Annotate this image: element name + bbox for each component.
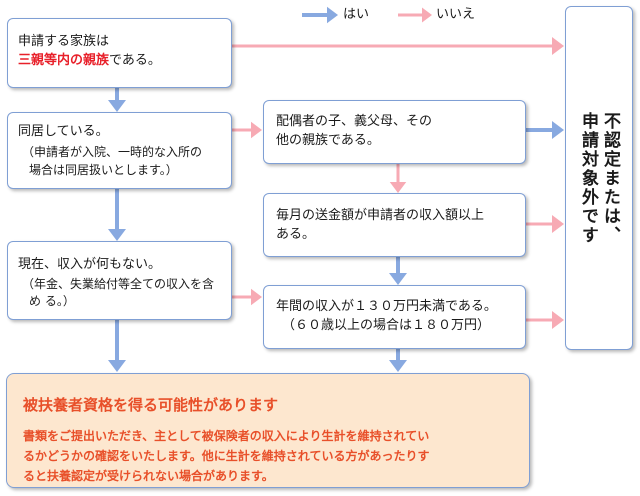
step-other-relative: 配偶者の子、義父母、その 他の親族である。 — [263, 100, 526, 164]
eligible-line-1: 書類をご提出いただき、主として被保険者の収入により生計を維持されてい — [23, 429, 430, 443]
legend-no-arrow — [398, 7, 432, 23]
step-3-line-1: 現在、収入が何もない。 — [18, 257, 162, 272]
arrow-yes-5-6 — [389, 257, 407, 285]
outcome-col-1: 不認定または、 — [600, 111, 620, 245]
step-1-highlight: 三親等内の親族 — [18, 53, 110, 68]
arrow-yes-4-right — [526, 121, 564, 139]
arrow-yes-1-2 — [108, 88, 126, 112]
step-6-line-1: 年間の収入が１３０万円未満である。 — [276, 299, 497, 314]
step-living-together: 同居している。 （申請者が入院、一時的な入所の 場合は同居扱いとします。） — [7, 112, 232, 189]
legend-no-label: いいえ — [436, 7, 476, 22]
step-three-degree-relative: 申請する家族は 三親等内の親族である。 — [7, 18, 232, 88]
step-1-line-1: 申請する家族は — [18, 34, 110, 49]
step-2-note-2: 場合は同居扱いとします。） — [29, 163, 178, 177]
outcome-not-eligible: 不認定または、申請対象外です — [565, 6, 633, 350]
outcome-eligible: 被扶養者資格を得る可能性があります 書類をご提出いただき、主として被保険者の収入… — [6, 373, 530, 488]
step-2-line-1: 同居している。 — [18, 124, 109, 139]
arrow-no-1-right — [232, 37, 564, 55]
eligible-line-2: るかどうかの確認をいたします。他に生計を維持されている方があったりす — [23, 449, 430, 463]
step-monthly-remittance: 毎月の送金額が申請者の収入額以上 ある。 — [263, 193, 526, 257]
step-4-line-2: 他の親族である。 — [276, 133, 380, 148]
step-1-suffix: である。 — [109, 53, 161, 68]
arrow-yes-6-result — [389, 349, 407, 372]
arrow-no-2-4 — [232, 121, 262, 139]
arrow-no-3-6 — [232, 288, 262, 306]
step-1-line-2: 三親等内の親族である。 — [18, 52, 161, 70]
arrow-yes-3-result — [108, 320, 126, 372]
step-2-note-1: （申請者が入院、一時的な入所の — [22, 145, 203, 159]
outcome-not-eligible-text: 不認定または、申請対象外です — [577, 112, 621, 245]
eligible-line-3: ると扶養認定が受けられない場合があります。 — [23, 469, 274, 483]
step-5-line-1: 毎月の送金額が申請者の収入額以上 — [276, 208, 485, 223]
step-3-note-2: め る。） — [29, 294, 75, 308]
step-6-line-2: （６０歳以上の場合は１８０万円） — [282, 318, 491, 333]
legend-yes-label: はい — [343, 7, 370, 22]
step-no-income: 現在、収入が何もない。 （年金、失業給付等全ての収入を含 め る。） — [7, 241, 232, 320]
arrow-no-5-right — [526, 215, 564, 233]
step-5-line-2: ある。 — [276, 227, 316, 242]
step-4-line-1: 配偶者の子、義父母、その — [276, 114, 433, 129]
step-3-note-1: （年金、失業給付等全ての収入を含 — [22, 277, 215, 291]
step-annual-income: 年間の収入が１３０万円未満である。 （６０歳以上の場合は１８０万円） — [263, 285, 526, 349]
arrow-no-6-right — [526, 311, 564, 329]
outcome-col-2: 申請対象外です — [578, 111, 598, 245]
eligible-title: 被扶養者資格を得る可能性があります — [23, 396, 279, 414]
arrow-yes-2-3 — [108, 189, 126, 241]
legend-yes-arrow — [302, 6, 338, 24]
arrow-no-4-5 — [389, 164, 407, 193]
